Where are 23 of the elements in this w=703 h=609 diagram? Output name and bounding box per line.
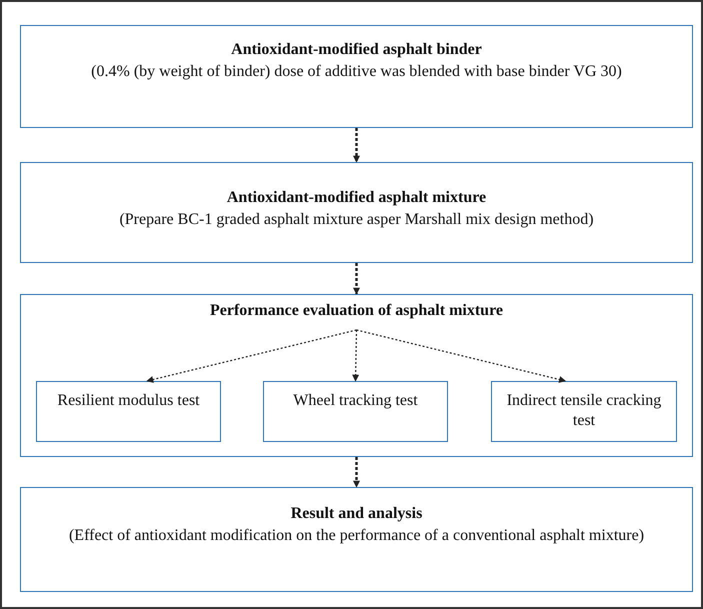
box-text: Resilient modulus test (56, 391, 201, 411)
process-box (491, 381, 677, 442)
process-box (20, 294, 693, 457)
box-text: (Prepare BC-1 graded asphalt mixture asper Marshall mix design method) (118, 210, 595, 230)
box-text: Indirect tensile cracking test (506, 391, 662, 431)
box-text: (0.4% (by weight of binder) dose of additive was blended with base binder VG 30) (90, 62, 623, 82)
arrow (353, 263, 360, 295)
box-text: Wheel tracking test (292, 391, 419, 411)
process-box (20, 487, 693, 592)
box-heading: Performance evaluation of asphalt mixture (209, 301, 504, 321)
arrow (353, 128, 360, 163)
process-box (36, 381, 221, 442)
box-text: (Effect of antioxidant modification on the performance of a conventional asphalt mixture) (68, 526, 646, 546)
arrow (352, 330, 360, 382)
arrow (353, 457, 360, 488)
process-box (263, 381, 448, 442)
arrow (356, 329, 566, 383)
box-heading: Result and analysis (290, 504, 424, 524)
arrow (146, 329, 357, 383)
box-heading: Antioxidant-modified asphalt binder (230, 40, 483, 60)
process-box (20, 25, 693, 128)
process-box (20, 162, 693, 263)
box-heading: Antioxidant-modified asphalt mixture (226, 188, 488, 208)
